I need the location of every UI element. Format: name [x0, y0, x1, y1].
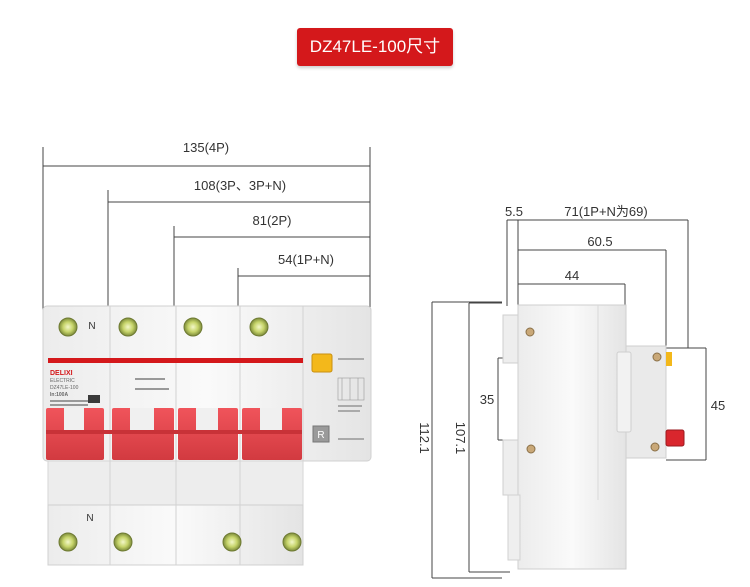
- neutral-label-top: N: [88, 321, 95, 332]
- dim-107-1-label: 107.1: [453, 422, 468, 455]
- side-label-plate: [616, 351, 632, 433]
- front-view: 135(4P) 108(3P、3P+N) 81(2P) 54(1P+N) N D…: [42, 140, 372, 566]
- rivet-icon: [525, 327, 535, 337]
- brand-logo: DELIXI: [50, 370, 73, 377]
- reset-button[interactable]: [312, 425, 330, 443]
- side-body: [517, 304, 627, 570]
- din-clip-top: [502, 314, 520, 364]
- rivet-icon: [526, 444, 536, 454]
- side-dimension-lines: [431, 219, 707, 579]
- rivet-icon: [652, 352, 662, 362]
- pole-separators: [109, 306, 304, 565]
- dim-35-label: 35: [480, 392, 494, 407]
- rivet-icon: [650, 442, 660, 452]
- dim-5-5-label: 5.5: [505, 204, 523, 219]
- terminal-screw-icon: [118, 317, 138, 337]
- circuit-diagram: [337, 377, 365, 401]
- dim-71-label: 71(1P+N为69): [564, 204, 647, 219]
- terminal-screw-icon: [282, 532, 302, 552]
- terminal-screw-icon: [58, 532, 78, 552]
- title-badge: DZ47LE-100尺寸: [297, 28, 453, 66]
- side-foot: [507, 494, 521, 561]
- neutral-label-bottom: N: [86, 513, 93, 524]
- side-red-handle: [665, 429, 685, 447]
- test-button[interactable]: [311, 353, 333, 373]
- terminal-screw-icon: [222, 532, 242, 552]
- handles: [46, 408, 302, 460]
- dim-2p-label: 81(2P): [252, 213, 291, 228]
- reset-button-label: R: [317, 430, 324, 441]
- dim-60-5-label: 60.5: [587, 234, 612, 249]
- dim-4p-label: 135(4P): [183, 140, 229, 155]
- brand-sub: ELECTRIC: [50, 378, 75, 384]
- dim-1pn-label: 54(1P+N): [278, 252, 334, 267]
- side-view: 5.5 71(1P+N为69) 60.5 44 35 45 112.1 107.…: [417, 204, 725, 579]
- dim-45-label: 45: [711, 398, 725, 413]
- din-clip-bottom: [502, 439, 520, 496]
- side-handle-housing: [625, 345, 667, 459]
- terminal-screw-icon: [58, 317, 78, 337]
- terminal-screw-icon: [183, 317, 203, 337]
- terminal-screw-icon: [113, 532, 133, 552]
- dim-3p-label: 108(3P、3P+N): [194, 178, 286, 193]
- indicator-window: [88, 395, 100, 403]
- model-label: DZ47LE-100: [50, 385, 79, 391]
- dim-112-1-label: 112.1: [417, 422, 432, 454]
- side-test-button: [666, 352, 672, 366]
- module-text-lines: [338, 358, 364, 440]
- dim-44-label: 44: [565, 268, 579, 283]
- terminal-screw-icon: [249, 317, 269, 337]
- rating-label: In:100A: [50, 392, 68, 398]
- red-stripe: [48, 358, 303, 363]
